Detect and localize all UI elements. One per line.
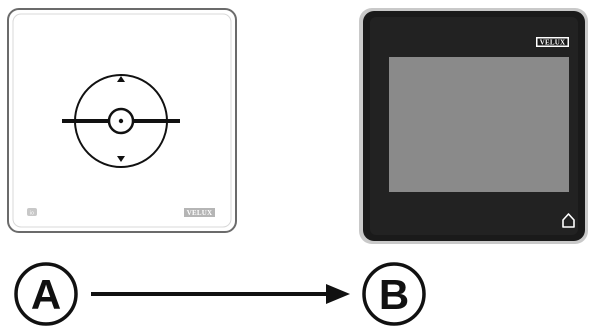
display-screen[interactable] [389, 57, 569, 192]
label-b-circle: B [362, 262, 426, 326]
brand-logo-a-text: VELUX [187, 209, 213, 217]
device-b-touchscreen: VELUX [359, 8, 588, 244]
brand-logo-b-text: VELUX [540, 39, 566, 47]
down-arrow-button[interactable] [117, 156, 125, 162]
right-arrow-icon [91, 284, 350, 304]
up-arrow-button[interactable] [117, 76, 125, 82]
io-indicator-icon: io [27, 208, 37, 217]
device-a-remote: io VELUX [7, 8, 237, 233]
home-icon[interactable] [562, 213, 575, 228]
center-button[interactable] [107, 107, 135, 135]
label-b-letter: B [379, 271, 409, 318]
io-indicator-label: io [30, 211, 34, 217]
brand-logo-a: VELUX [184, 208, 215, 217]
brand-logo-b: VELUX [536, 37, 569, 47]
label-a-letter: A [31, 271, 61, 318]
label-a-circle: A [14, 262, 78, 326]
